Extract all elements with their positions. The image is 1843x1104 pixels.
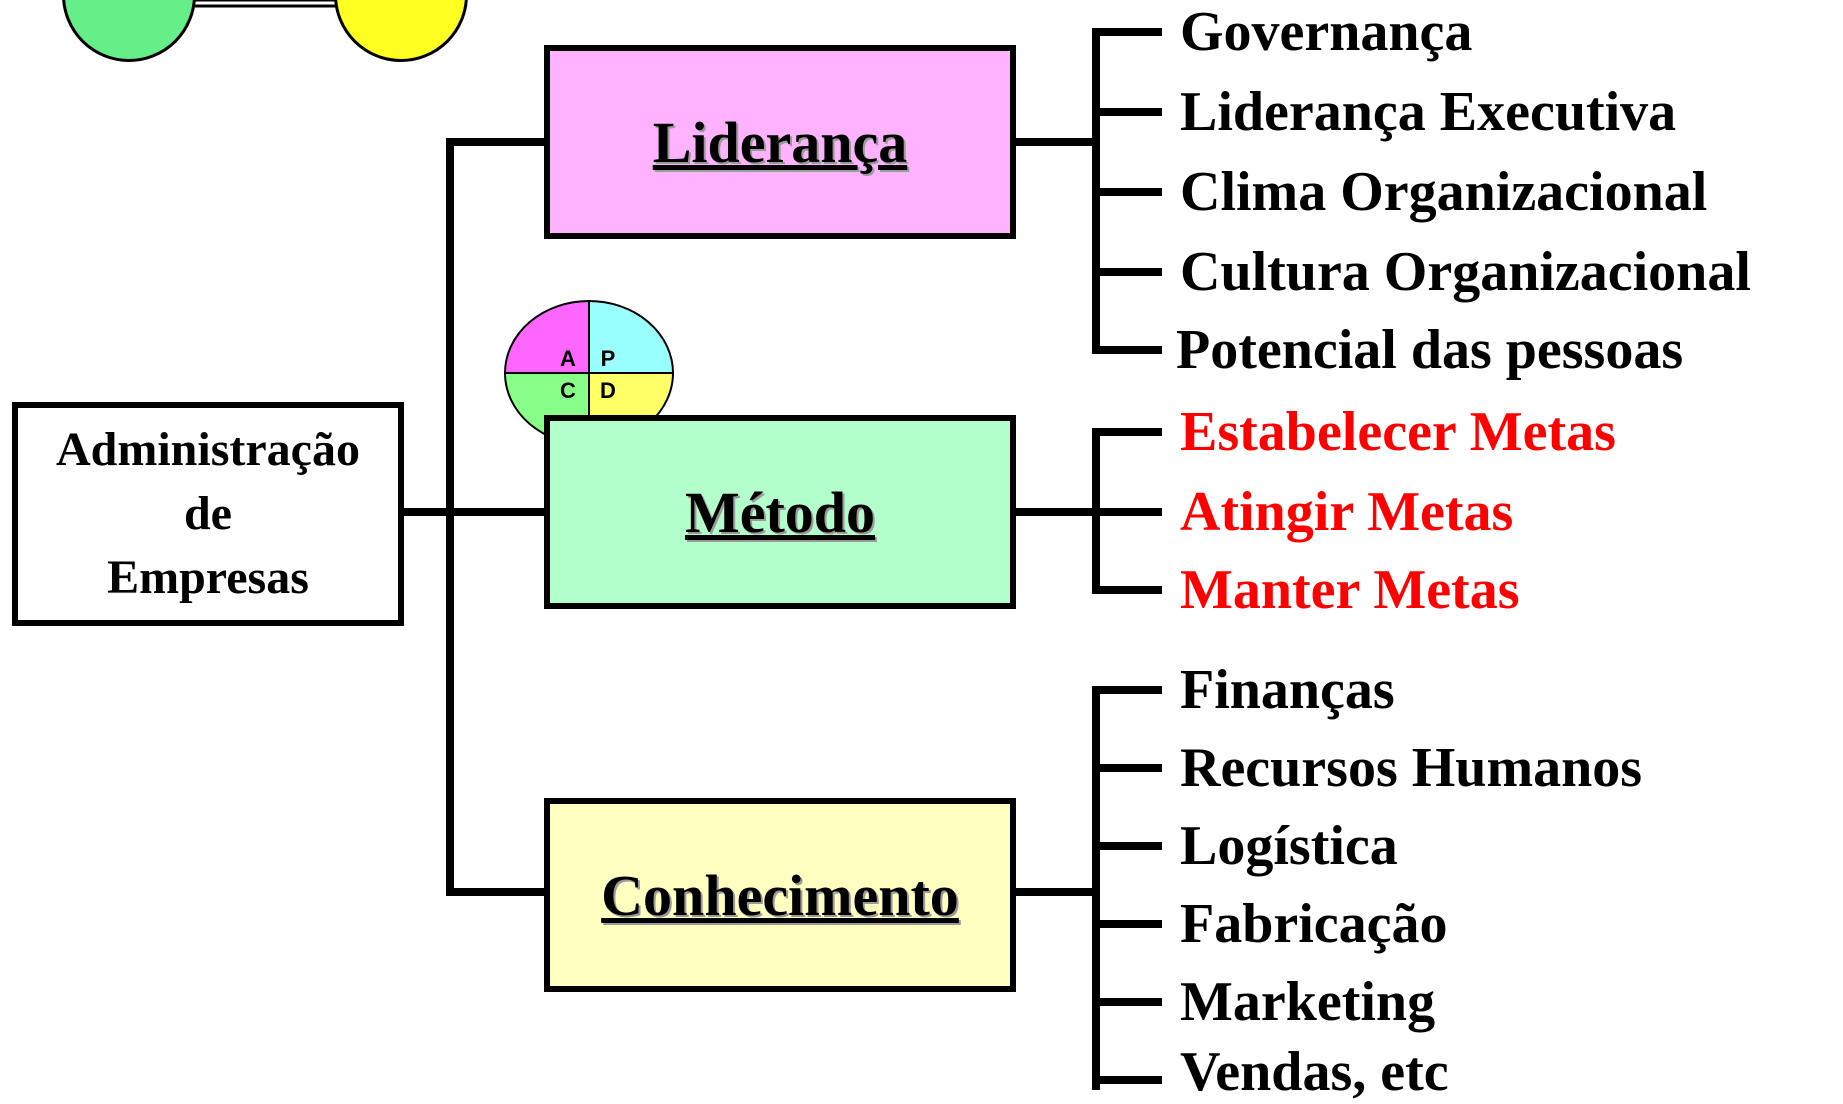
pdca-letter-p: P [601, 346, 616, 371]
item-lideranca-executiva: Liderança Executiva [1180, 81, 1677, 143]
item-governanca: Governança [1180, 1, 1473, 63]
category-label: Conhecimento [601, 862, 959, 928]
item-clima-organizacional: Clima Organizacional [1180, 161, 1708, 223]
item-cultura-organizacional: Cultura Organizacional [1180, 241, 1751, 303]
root-box: Administração de Empresas [12, 402, 404, 626]
category-label: Método [684, 479, 876, 545]
molecule-bond [180, 0, 350, 8]
root-line: Administração [56, 423, 360, 476]
pdca-letter-c: C [560, 378, 576, 403]
pdca-letter-d: D [600, 378, 616, 403]
item-recursos-humanos: Recursos Humanos [1180, 737, 1643, 799]
item-atingir-metas: Atingir Metas [1180, 481, 1514, 543]
item-potencial-das-pessoas: Potencial das pessoas [1176, 319, 1684, 381]
item-manter-metas: Manter Metas [1180, 559, 1520, 621]
item-fabricacao: Fabricação [1180, 893, 1448, 955]
pdca-letter-a: A [560, 346, 576, 371]
root-line: de [183, 487, 232, 540]
item-estabelecer-metas: Estabelecer Metas [1180, 401, 1616, 463]
category-metodo: Método [544, 415, 1016, 609]
category-label: Liderança [652, 109, 908, 175]
category-lideranca: Liderança [544, 45, 1016, 239]
item-marketing: Marketing [1180, 971, 1436, 1033]
item-vendas-etc: Vendas, etc [1180, 1041, 1449, 1103]
category-conhecimento: Conhecimento [544, 798, 1016, 992]
item-financas: Finanças [1180, 659, 1395, 721]
root-line: Empresas [107, 551, 309, 604]
item-logistica: Logística [1180, 815, 1398, 877]
